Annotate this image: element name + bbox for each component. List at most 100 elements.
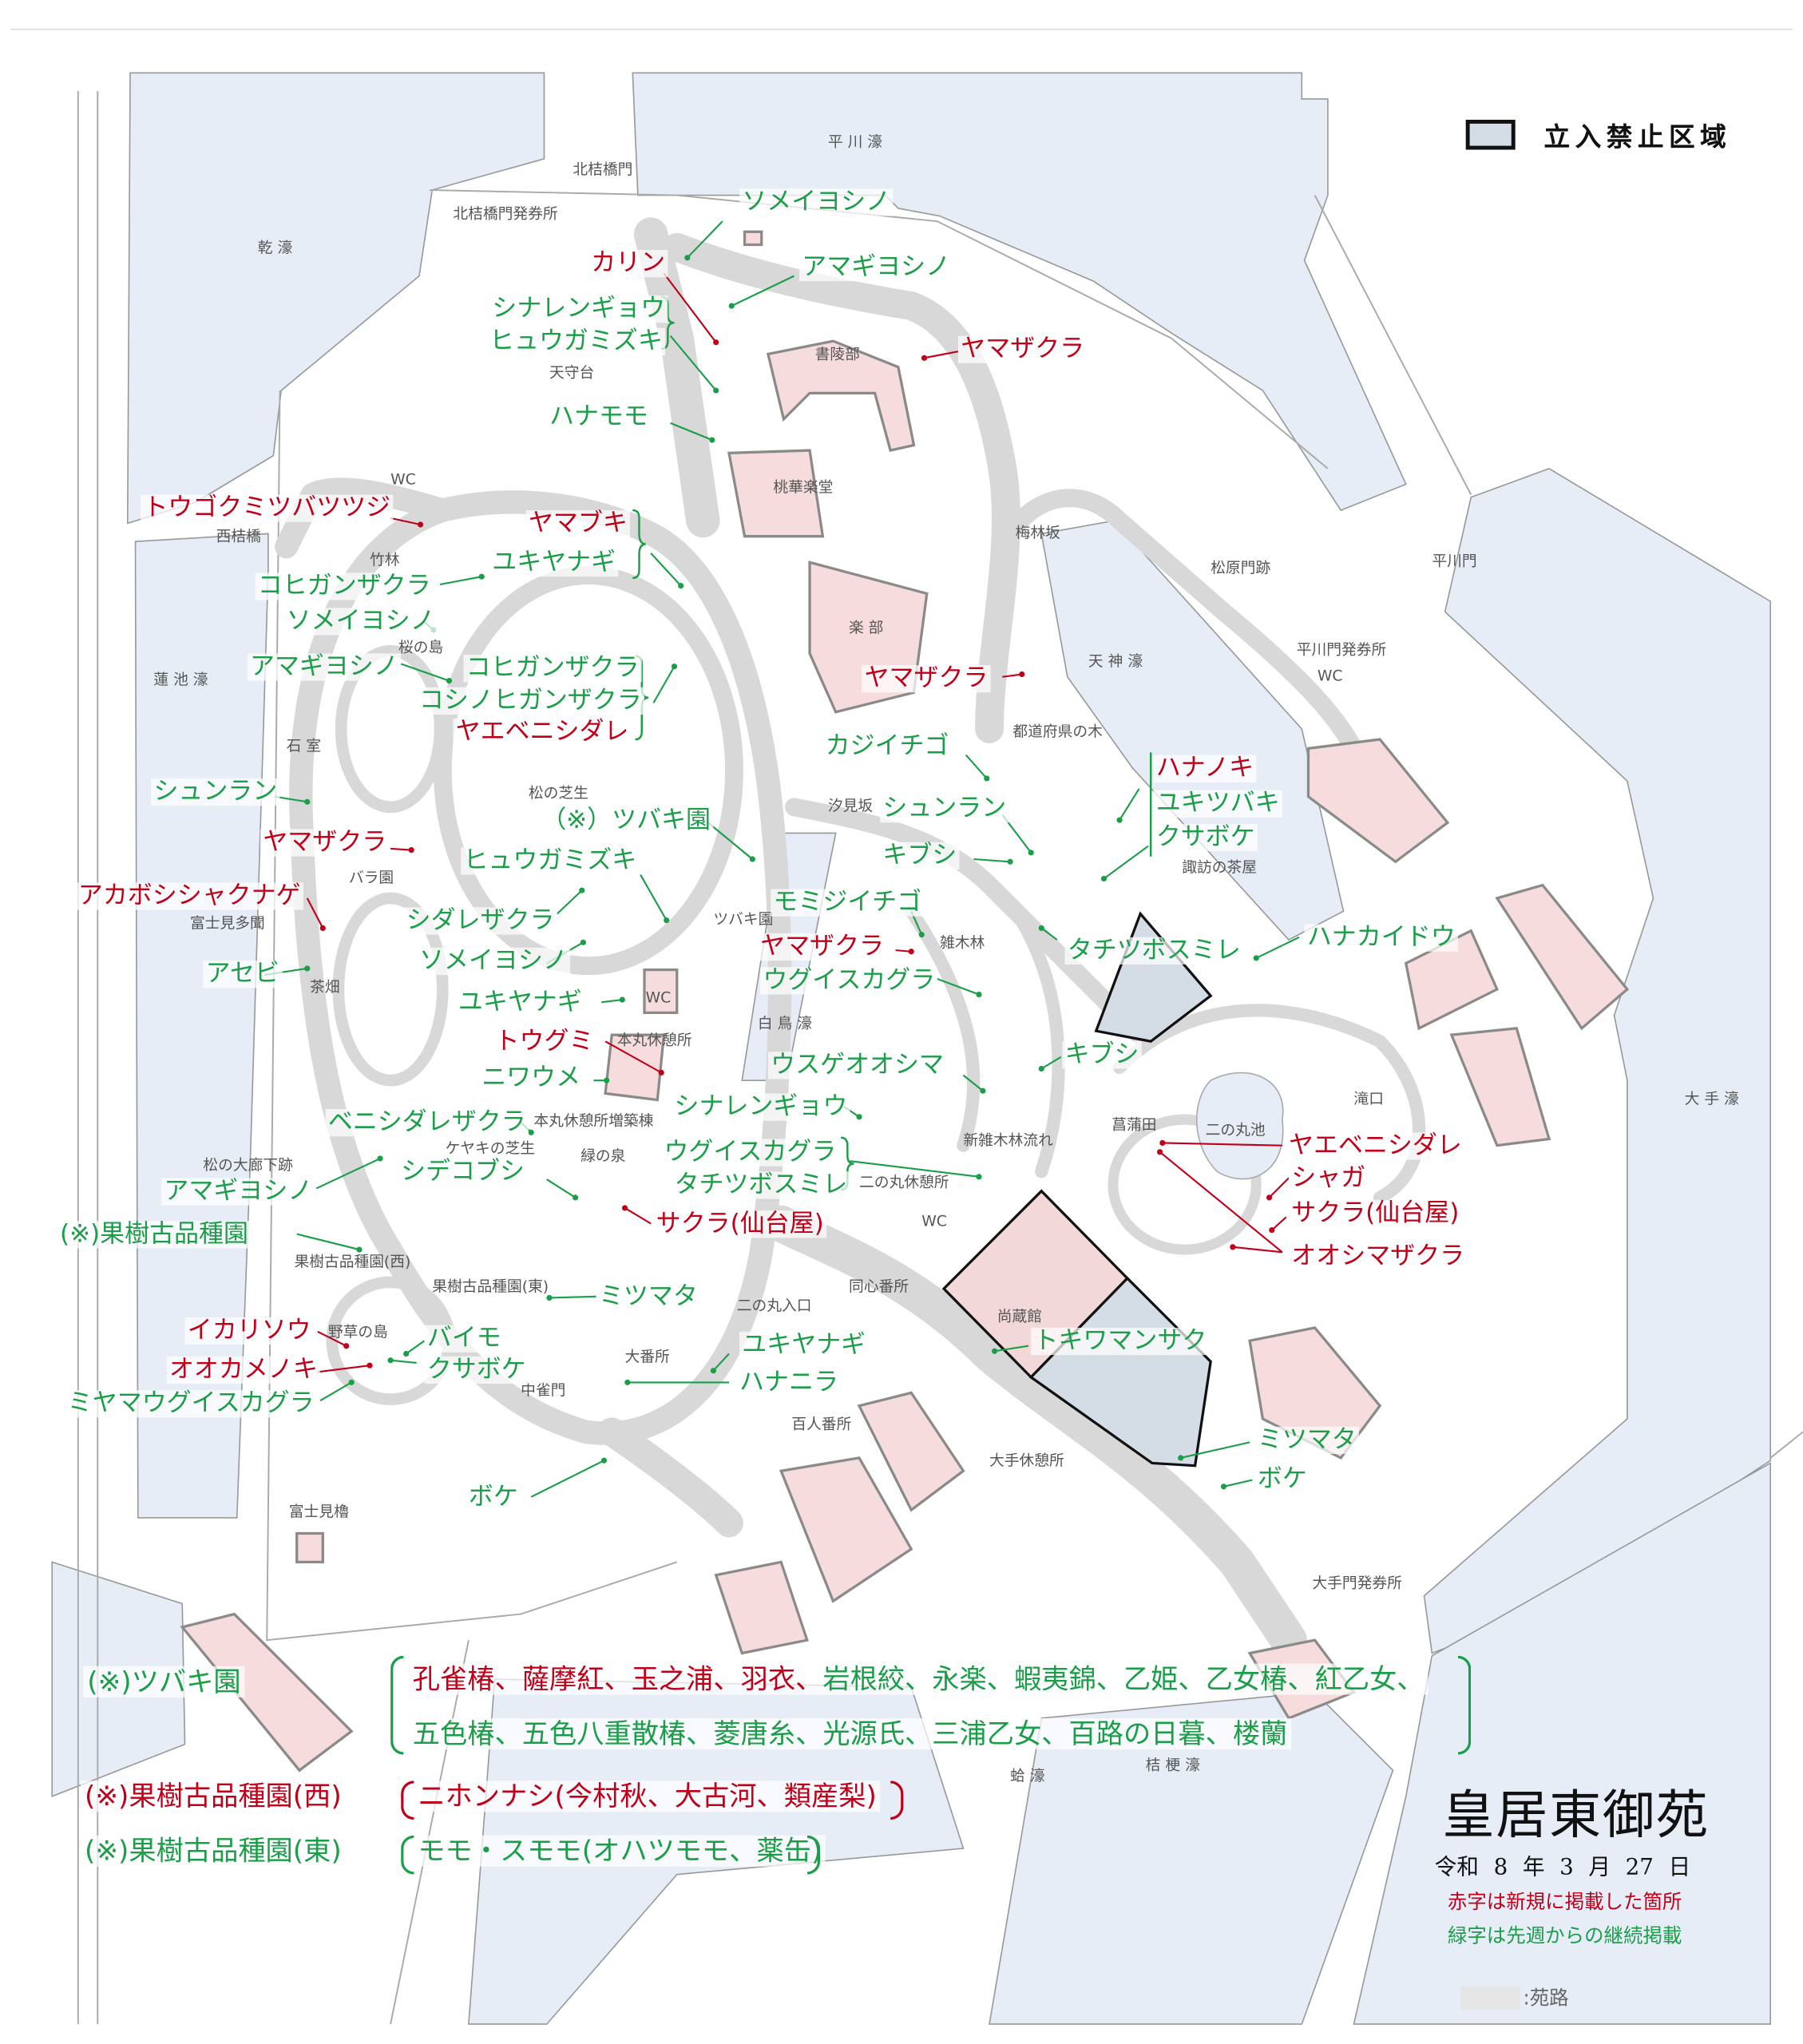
leader-line xyxy=(317,1330,347,1347)
location-dot xyxy=(624,1379,631,1385)
flower-label-new: サクラ(仙台屋) xyxy=(653,1210,826,1238)
place-name: WC xyxy=(645,988,672,1007)
leader-line xyxy=(624,1207,652,1225)
flower-label-new: シャガ xyxy=(1288,1164,1369,1193)
place-name: 北桔橋門発券所 xyxy=(453,204,558,223)
location-dot xyxy=(1007,858,1013,865)
leader-line xyxy=(439,576,482,586)
location-dot xyxy=(579,887,585,893)
map-title: 皇居東御苑 xyxy=(1442,1785,1710,1846)
flower-label-continuing: ベニシダレザクラ xyxy=(325,1108,529,1137)
location-dot xyxy=(976,991,982,998)
flower-label-continuing: シュンラン xyxy=(880,794,1009,823)
flower-label-continuing: ウスゲオオシマ xyxy=(767,1051,947,1079)
place-name: 緑の泉 xyxy=(581,1147,626,1166)
flower-label-continuing: カジイチゴ xyxy=(822,732,952,761)
location-dot xyxy=(1269,1227,1275,1234)
honmaru-connector xyxy=(597,1417,743,1538)
bracket-left xyxy=(390,1655,404,1755)
flower-label-new: ヤエベニシダレ xyxy=(453,718,632,747)
shiomizaka-path xyxy=(785,798,1155,1051)
flower-label-continuing: シナレンギョウ xyxy=(489,295,668,323)
place-name: 果樹古品種園(東) xyxy=(432,1277,549,1296)
place-name: WC xyxy=(390,469,416,489)
leader-line xyxy=(296,1233,360,1251)
bracket-right xyxy=(1457,1655,1472,1755)
note-new-entries: 赤字は新規に掲載した箇所 xyxy=(1447,1890,1682,1914)
location-dot xyxy=(546,1294,553,1301)
flower-label-continuing: ウグイスカグラ xyxy=(661,1139,839,1167)
inui-moat xyxy=(126,72,545,525)
flower-label-new: オオカメノキ xyxy=(166,1356,321,1384)
place-name: 大番所 xyxy=(624,1347,670,1366)
location-dot xyxy=(709,437,715,443)
place-name: 都道府県の木 xyxy=(1012,722,1103,741)
flower-label-continuing: ハナカイドウ xyxy=(1304,924,1458,952)
location-dot xyxy=(671,664,678,670)
location-dot xyxy=(728,303,735,309)
flower-label-new: ヤマザクラ xyxy=(757,933,887,961)
flower-label-continuing: クサボケ xyxy=(424,1356,529,1384)
flower-label-new: ヤマブキ xyxy=(525,509,631,538)
leader-line xyxy=(1271,1216,1287,1231)
leader-line xyxy=(390,517,421,526)
place-name: 滝口 xyxy=(1353,1089,1385,1108)
location-dot xyxy=(446,678,453,684)
location-dot xyxy=(1028,850,1034,856)
place-name: 本丸休憩所 xyxy=(616,1031,692,1050)
restricted-area-zokibayashi xyxy=(1094,911,1213,1043)
bracket-left xyxy=(401,1835,414,1875)
place-name: 平川門発券所 xyxy=(1296,640,1387,659)
location-dot xyxy=(664,917,670,924)
flower-label-continuing: モミジイチゴ xyxy=(771,889,925,917)
location-dot xyxy=(991,1348,998,1354)
leader-line xyxy=(549,1295,596,1299)
flower-label-continuing: コヒガンザクラ xyxy=(255,572,434,600)
leader-line xyxy=(1002,673,1022,678)
place-name: 菖蒲田 xyxy=(1112,1115,1157,1134)
camellia-variety: 光源氏、 xyxy=(822,1717,933,1750)
leader-line xyxy=(712,1353,730,1372)
camellia-variety: 楼蘭 xyxy=(1232,1717,1288,1750)
flower-label-continuing: ハナモモ xyxy=(546,403,652,431)
place-name: 二の丸入口 xyxy=(736,1296,812,1315)
flower-label-continuing: (※)果樹古品種園 xyxy=(57,1220,252,1249)
leader-line xyxy=(1268,1177,1290,1198)
camellia-variety: 羽衣、 xyxy=(740,1663,823,1695)
restricted-area-label: 立入禁止区域 xyxy=(1543,121,1732,153)
camellia-variety: 百路の日暮、 xyxy=(1068,1717,1233,1750)
flower-label-continuing: コシノヒガンザクラ xyxy=(416,687,645,715)
place-name: 竹林 xyxy=(370,550,400,569)
location-dot xyxy=(980,1087,986,1094)
bairinzaka-path xyxy=(993,489,1377,790)
leader-line xyxy=(530,1460,604,1498)
place-name: 天 神 濠 xyxy=(1088,652,1143,671)
place-name: 大 手 濠 xyxy=(1684,1089,1739,1108)
ote-moat xyxy=(1423,468,1772,1654)
location-dot xyxy=(478,573,485,580)
place-name: 平 川 濠 xyxy=(827,133,883,152)
place-name: ケヤキの芝生 xyxy=(445,1139,536,1158)
location-dot xyxy=(573,1194,579,1201)
flower-label-new: トウゴクミツバツツジ xyxy=(141,494,394,522)
camellia-variety: 岩根絞、 xyxy=(822,1663,933,1695)
leader-line xyxy=(274,795,307,803)
path-swatch xyxy=(1460,1986,1521,2010)
location-dot xyxy=(377,1155,383,1162)
flower-label-new: ヤマザクラ xyxy=(957,335,1088,363)
top-divider xyxy=(10,28,1793,30)
flower-label-continuing: シデコブシ xyxy=(398,1158,528,1186)
leader-line xyxy=(406,1340,426,1355)
leader-line xyxy=(1040,927,1058,941)
place-name: 新雑木林流れ xyxy=(963,1131,1053,1150)
leader-line xyxy=(652,666,676,703)
path-legend-label: :苑路 xyxy=(1523,1986,1569,2010)
camellia-variety: 菱唐糸、 xyxy=(713,1717,823,1750)
location-dot xyxy=(619,996,625,1003)
flower-label-continuing: ニワウメ xyxy=(478,1064,584,1092)
place-name: 中雀門 xyxy=(521,1380,566,1400)
flower-label-new: カリン xyxy=(588,249,668,278)
flower-label-new: サクラ(仙台屋) xyxy=(1288,1199,1462,1228)
flower-label-new: トウグミ xyxy=(492,1028,596,1056)
location-dot xyxy=(984,775,990,782)
